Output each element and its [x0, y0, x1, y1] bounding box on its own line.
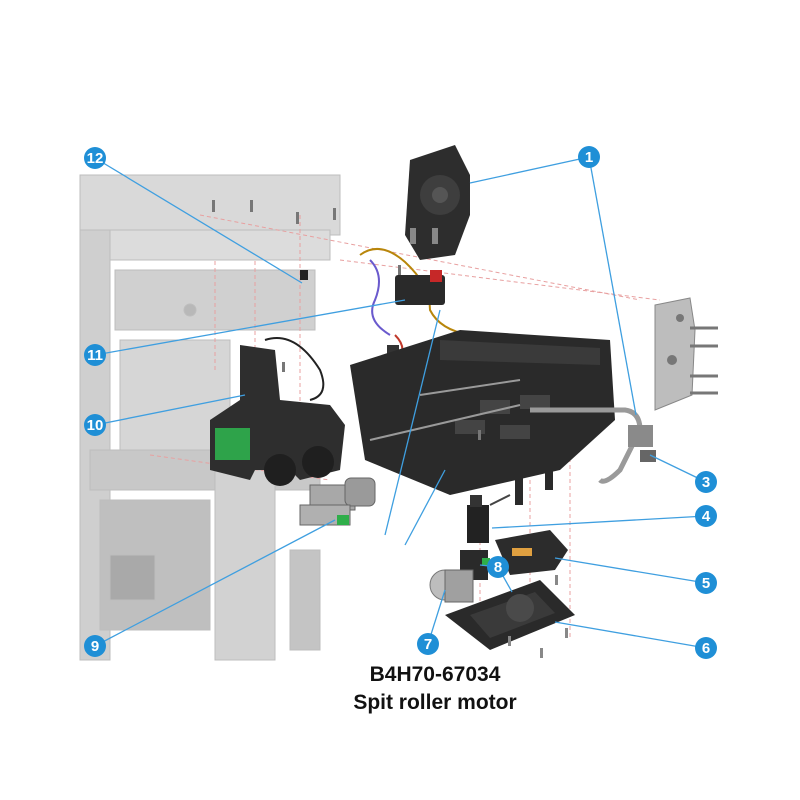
top-gear-assembly [405, 145, 470, 260]
callout-7-label: 7 [424, 636, 432, 653]
callout-8-label: 8 [494, 559, 502, 576]
callout-7: 7 [417, 633, 439, 655]
callout-8: 8 [487, 556, 509, 578]
callout-1: 1 [578, 146, 600, 168]
callout-6: 6 [695, 637, 717, 659]
screws [212, 200, 481, 440]
spit-roller-motor [429, 550, 490, 603]
callout-9: 9 [84, 635, 106, 657]
motor-bracket [299, 477, 376, 526]
callout-12-label: 12 [87, 150, 104, 167]
callout-1-label: 1 [585, 149, 593, 166]
duct-assembly [210, 337, 345, 486]
small-motor [467, 494, 511, 543]
callout-10-label: 10 [87, 417, 104, 434]
callout-5-label: 5 [702, 575, 710, 592]
callout-6-label: 6 [702, 640, 710, 657]
part-name-caption: Spit roller motor [353, 691, 517, 714]
callout-4-label: 4 [702, 508, 711, 525]
leader-lines [94, 156, 707, 649]
cover-bracket [495, 530, 568, 575]
callout-3: 3 [695, 471, 717, 493]
right-side-plate [654, 297, 718, 411]
callout-3-label: 3 [702, 474, 710, 491]
callout-9-label: 9 [91, 638, 99, 655]
tube-clip [530, 407, 656, 484]
bottom-plate [445, 575, 575, 658]
callout-10: 10 [84, 414, 106, 436]
callout-4: 4 [695, 505, 717, 527]
part-number-caption: B4H70-67034 [369, 663, 501, 686]
callout-5: 5 [695, 572, 717, 594]
callout-12: 12 [84, 147, 106, 169]
spittoon-tray [350, 330, 615, 505]
callout-11-label: 11 [87, 347, 103, 364]
callout-11: 11 [84, 344, 106, 366]
